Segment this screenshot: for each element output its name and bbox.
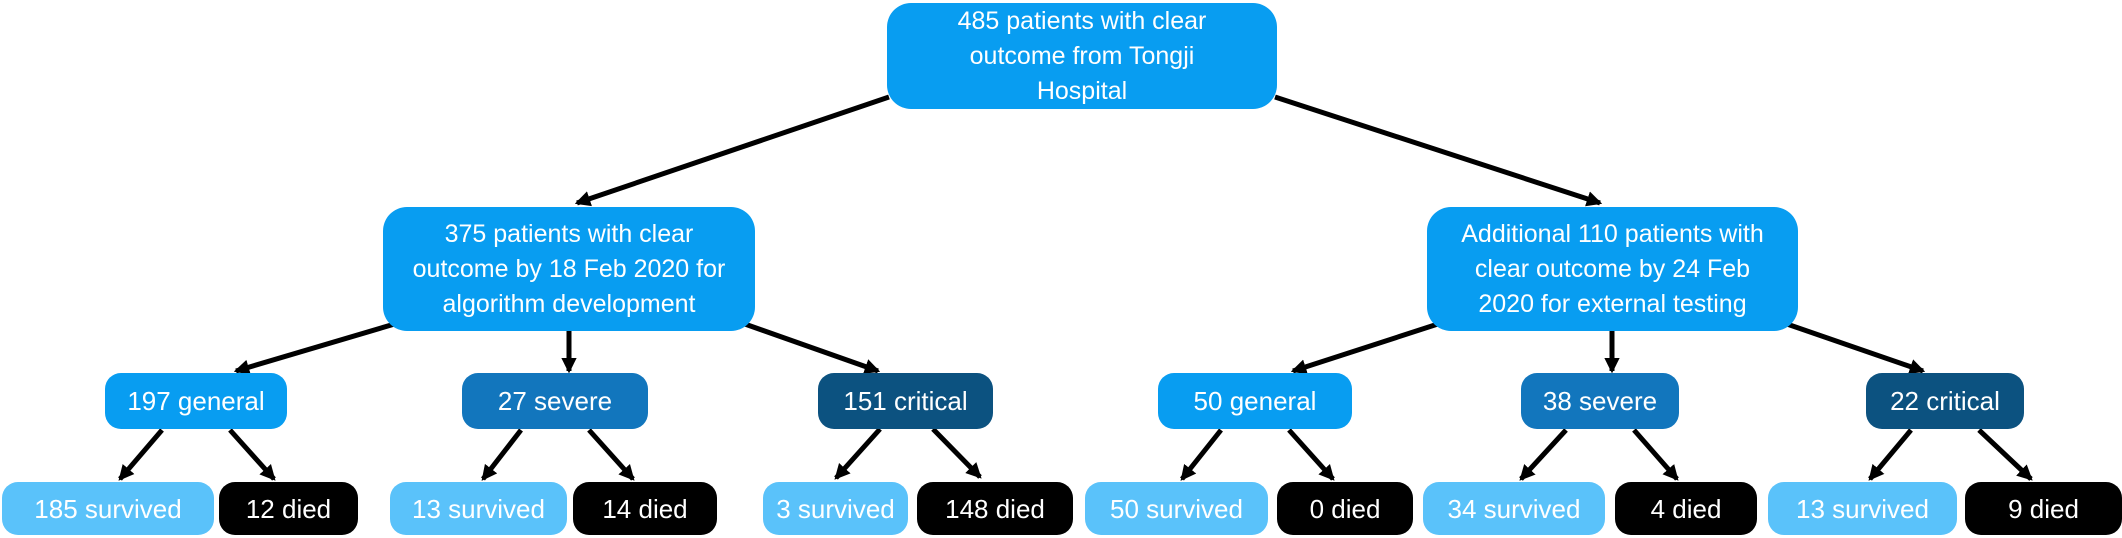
edge-critical22-died <box>1977 428 2033 481</box>
edge-dev-critical <box>741 320 881 374</box>
node-dev-general-died: 12 died <box>219 482 358 535</box>
node-dev-critical-died: 148 died <box>917 482 1073 535</box>
edge-severe27-died <box>587 428 635 481</box>
node-dev-critical-survived: 3 survived <box>763 482 908 535</box>
node-total-patients: 485 patients with clear outcome from Ton… <box>887 3 1277 109</box>
node-dev-severe: 27 severe <box>462 373 648 429</box>
edge-general50-survived <box>1180 428 1223 481</box>
edge-critical22-survived <box>1868 428 1913 481</box>
edge-general197-died <box>228 428 276 481</box>
node-test-severe: 38 severe <box>1521 373 1679 429</box>
node-test-critical-died: 9 died <box>1965 482 2122 535</box>
node-test-general: 50 general <box>1158 373 1352 429</box>
edge-root-dev <box>574 94 890 207</box>
edge-critical151-survived <box>834 427 882 480</box>
node-dev-critical: 151 critical <box>818 373 993 429</box>
node-dev-severe-died: 14 died <box>573 482 717 535</box>
node-dev-general-survived: 185 survived <box>2 482 214 535</box>
edge-severe38-survived <box>1519 428 1568 481</box>
edge-test-general <box>1290 320 1442 375</box>
edge-dev-general <box>233 320 399 375</box>
node-test-general-died: 0 died <box>1277 482 1413 535</box>
node-dev-general: 197 general <box>105 373 287 429</box>
edge-severe27-survived <box>481 428 523 481</box>
edge-general50-died <box>1287 428 1335 481</box>
node-dev-severe-survived: 13 survived <box>390 482 567 535</box>
node-test-critical-survived: 13 survived <box>1768 482 1957 535</box>
edge-critical151-died <box>931 427 982 479</box>
node-test-severe-died: 4 died <box>1615 482 1757 535</box>
edge-test-critical <box>1783 320 1926 375</box>
edge-general197-survived <box>118 428 164 481</box>
node-test-critical: 22 critical <box>1866 373 2024 429</box>
node-external-test-cohort: Additional 110 patients with clear outco… <box>1427 207 1798 331</box>
edge-severe38-died <box>1632 428 1679 481</box>
node-test-general-survived: 50 survived <box>1085 482 1268 535</box>
node-test-severe-survived: 34 survived <box>1423 482 1605 535</box>
edge-root-test <box>1274 94 1603 207</box>
node-development-cohort: 375 patients with clear outcome by 18 Fe… <box>383 207 755 331</box>
